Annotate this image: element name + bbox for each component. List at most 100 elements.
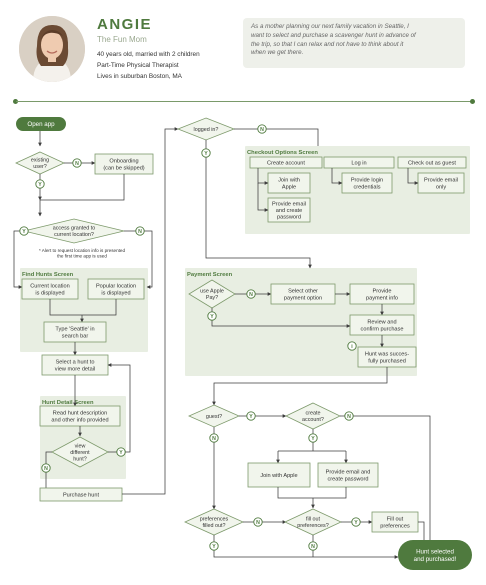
connector-create-to-email: [257, 183, 269, 212]
step-select-other-payment-label: Select other: [288, 289, 318, 295]
decision-access-location-label: current location?: [54, 232, 94, 238]
step-provide-email-only-label: Provide email: [424, 178, 458, 184]
no-badge-prefs-filled-letter: N: [256, 520, 260, 526]
yes-badge-prefs-filled: [209, 541, 219, 551]
no-badge-create-account: [344, 411, 354, 421]
no-badge-fill-prefs: [308, 541, 318, 551]
decision-fill-preferences-label: preferences?: [297, 523, 328, 529]
yes-badge-apple-pay-letter: Y: [210, 314, 214, 320]
no-badge-access: [135, 226, 145, 236]
connector-purchased-to-guest: [212, 367, 388, 406]
quote-line: want to select and purchase a scavenger …: [251, 31, 416, 39]
connector-onboarding-merge: [40, 174, 125, 201]
step-fill-out-preferences-label: Fill out: [387, 517, 404, 523]
step-current-location-label: is displayed: [35, 290, 64, 296]
decision-apple-pay-label: Pay?: [206, 295, 218, 301]
no-badge-view-different: [41, 463, 51, 473]
no-badge-existing-letter: N: [75, 161, 79, 167]
step-type-seattle-label: Type 'Seattle' in: [55, 327, 94, 333]
step-provide-email-2: [317, 462, 379, 488]
quote-line: As a mother planning our next family vac…: [251, 23, 409, 30]
decision-access-location: [23, 218, 125, 244]
no-badge-prefs-filled: [253, 517, 263, 527]
no-badge-apple-pay: [246, 289, 256, 299]
quote-line: when we get there.: [251, 49, 304, 57]
no-badge-view-different-letter: N: [44, 466, 48, 472]
persona-bio-job: Part-Time Physical Therapist: [97, 62, 179, 69]
connector-location-merge: [49, 299, 117, 316]
no-badge-existing: [72, 158, 82, 168]
step-review-confirm-label: confirm purchase: [361, 326, 404, 332]
yes-badge-existing-letter: Y: [38, 182, 42, 188]
step-popular-location-label: is displayed: [101, 290, 130, 296]
step-select-hunt-label: Select a hunt to: [56, 360, 95, 366]
step-provide-email-1-label: password: [277, 215, 301, 221]
connector-create-merge: [277, 487, 347, 499]
divider-dot-left: [13, 99, 18, 104]
decision-existing-user-label: user?: [33, 164, 47, 170]
no-badge-create-account-letter: N: [347, 414, 351, 420]
no-badge-logged-in: [257, 124, 267, 134]
end-pill-label: Hunt selected: [416, 549, 454, 556]
connector-prefs-filled-yes: [213, 535, 399, 559]
step-provide-email-2-label: create password: [327, 476, 368, 482]
decision-view-different-label: view: [75, 443, 86, 449]
persona-bio-age: 40 years old, married with 2 children: [97, 51, 200, 58]
yes-badge-create-account-letter: Y: [311, 436, 315, 442]
step-provide-payment-label: Provide: [373, 289, 392, 295]
yes-badge-apple-pay: [207, 311, 217, 321]
step-purchase-hunt: [39, 487, 123, 502]
step-provide-payment-label: payment info: [366, 295, 398, 301]
end-pill: [398, 540, 472, 570]
step-current-location-label: Current location: [30, 284, 70, 290]
connector-login-to-credentials: [331, 168, 343, 185]
persona-subtitle: The Fun Mom: [97, 35, 147, 44]
step-hunt-purchased-label: Hunt was succes-: [365, 352, 409, 358]
decision-apple-pay-label: use Apple: [200, 289, 224, 295]
step-log-in-header: [323, 156, 395, 169]
group-payment-title: Payment Screen: [187, 272, 233, 278]
step-fill-out-preferences-label: preferences: [380, 523, 410, 529]
no-badge-apple-pay-letter: N: [249, 292, 253, 298]
decision-preferences-filled-label: filled out?: [202, 523, 225, 529]
location-alert-note: the first time app is used: [57, 253, 107, 258]
step-select-other-payment-label: payment option: [284, 295, 322, 301]
no-badge-access-letter: N: [138, 229, 142, 235]
no-badge-guest: [209, 433, 219, 443]
connector-guest-to-email: [407, 168, 419, 185]
step-provide-email-2-label: Provide email and: [326, 470, 371, 476]
step-popular-location-label: Popular location: [96, 284, 136, 290]
decision-guest-label: guest?: [206, 414, 222, 420]
avatar-illustration: [19, 16, 85, 82]
step-join-apple-1-label: Join with: [278, 178, 300, 184]
step-onboarding-label: Onboarding: [109, 159, 138, 165]
decision-logged-in-label: logged in?: [194, 127, 219, 133]
step-purchase-hunt-label: Purchase hunt: [63, 493, 100, 499]
connector-logged-in-yes: [205, 140, 312, 269]
yes-badge-fill-prefs-letter: Y: [354, 520, 358, 526]
persona-name: ANGIE: [97, 16, 153, 33]
yes-badge-access-letter: Y: [22, 229, 26, 235]
step-select-hunt-label: view more detail: [55, 366, 95, 372]
yes-badge-logged-in-letter: Y: [204, 151, 208, 157]
step-onboarding-label: (can be skipped): [103, 165, 144, 171]
step-provide-login-label: Provide login: [351, 178, 383, 184]
step-provide-email-1-label: Provide email: [272, 201, 306, 207]
decision-preferences-filled-label: preferences: [200, 517, 229, 523]
yes-badge-create-account: [308, 433, 318, 443]
decision-view-different: [51, 436, 109, 468]
step-join-apple-2-label: Join with Apple: [260, 473, 297, 479]
quote-line: the trip, so that I can relax and not ha…: [251, 40, 404, 48]
decision-create-account-label: account?: [302, 417, 324, 423]
step-join-apple-1-label: Apple: [282, 184, 296, 190]
step-create-account-header-label: Create account: [267, 161, 305, 167]
connector-view-different-no: [45, 451, 52, 488]
decision-fill-preferences-label: fill out: [306, 517, 321, 523]
group-find-hunts-title: Find Hunts Screen: [22, 272, 74, 278]
step-checkout-guest-header-label: Check out as guest: [408, 161, 456, 167]
persona-quote: As a mother planning our next family vac…: [243, 18, 465, 68]
step-provide-login-label: credentials: [353, 184, 380, 190]
step-checkout-guest-header: [397, 156, 467, 169]
decision-existing-user-label: existing: [31, 158, 49, 164]
